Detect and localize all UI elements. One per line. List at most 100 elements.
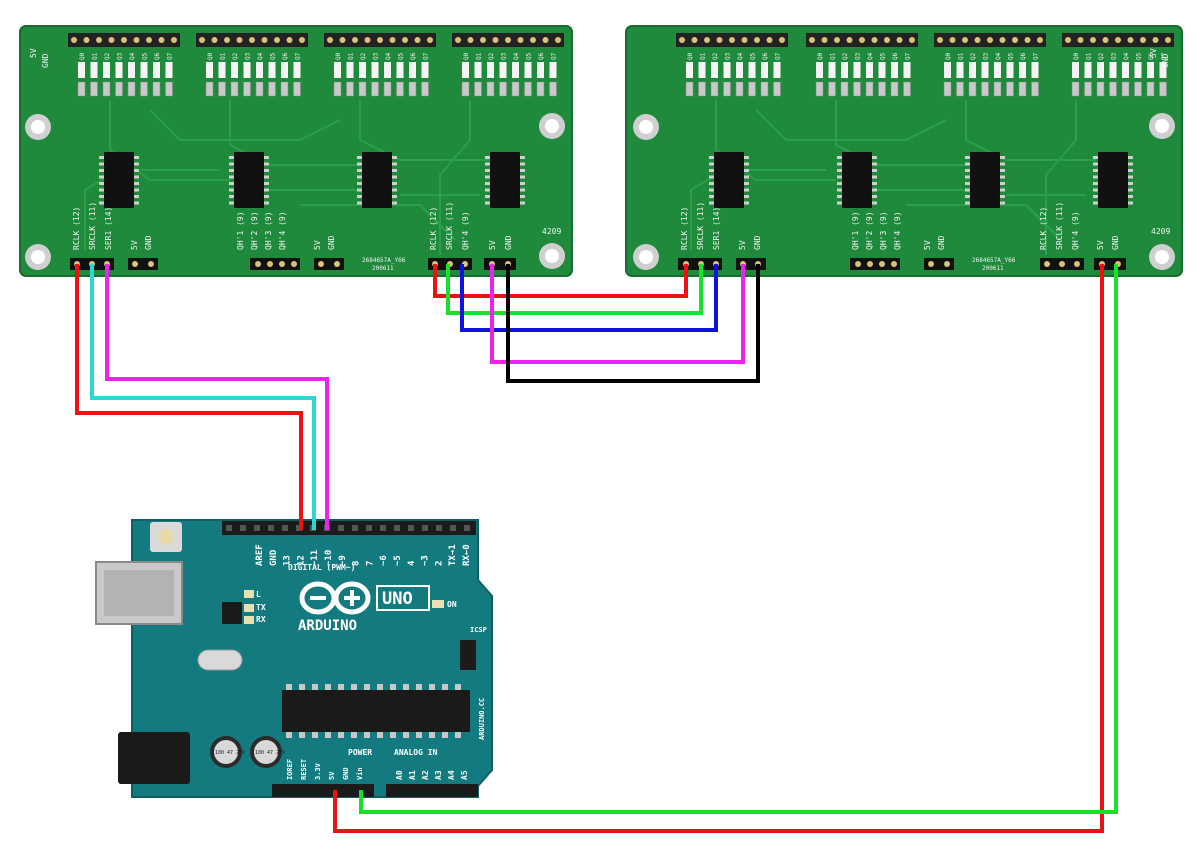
output-pin-label: Q4 (385, 52, 392, 60)
output-pin-label: Q2 (712, 52, 719, 60)
power-header (272, 784, 374, 797)
shift-register-ic (965, 152, 1005, 208)
output-pin-label: Q5 (880, 52, 887, 60)
power-pin-label: RESET (300, 759, 308, 780)
output-pin-label: Q6 (1020, 52, 1027, 60)
power-pin-label: Vin (356, 767, 364, 780)
power-pin-label: IOREF (286, 759, 294, 780)
output-pin-label: Q6 (154, 52, 161, 60)
digital-pin-label: 7 (365, 561, 375, 566)
digital-pin-label: RX←0 (462, 544, 472, 566)
output-pin-label: Q6 (762, 52, 769, 60)
board-number: 4209 (1151, 227, 1170, 236)
digital-pin-label: ~11 (310, 550, 320, 566)
analog-header (386, 784, 478, 797)
srclk-in-label: SRCLK (11) (88, 202, 97, 250)
qh3-label: QH'3 (9) (264, 211, 273, 250)
digital-pin-label: 2 (434, 561, 444, 566)
led-rx-label: RX (256, 615, 266, 624)
output-pin-label: Q7 (905, 52, 912, 60)
digital-pin-label: ~6 (379, 555, 389, 566)
rclk-in-label: RCLK (12) (680, 207, 689, 250)
shift-register-ic (99, 152, 139, 208)
icsp-label: ICSP (470, 626, 487, 634)
output-pin-label: Q3 (373, 52, 380, 60)
shift-register-ic (229, 152, 269, 208)
wire-rclk-arduino (75, 264, 303, 530)
output-pin-label: Q7 (551, 52, 558, 60)
output-pin-label: Q4 (129, 52, 136, 60)
output-pin-label: Q6 (410, 52, 417, 60)
output-pin-label: Q7 (295, 52, 302, 60)
output-pin-label: Q0 (207, 52, 214, 60)
analog-pin-label: A3 (434, 770, 443, 780)
wire-gnd-power (359, 264, 1118, 814)
output-pin-label: Q6 (538, 52, 545, 60)
mounting-holes (25, 113, 565, 270)
cap-2-label: 100 47 25V (255, 750, 285, 756)
power-pin-label: 5V (328, 771, 336, 780)
output-pin-label: Q5 (270, 52, 277, 60)
in-5v-label: 5V (738, 240, 747, 250)
qh2-label: QH'2 (9) (250, 211, 259, 250)
mid-5v-label: 5V (313, 240, 322, 250)
digital-pin-label: GND (269, 549, 279, 566)
arduino-cc-label: ARDUINO.CC (478, 698, 486, 740)
qh1-label: QH'1 (9) (236, 211, 245, 250)
icsp-header (460, 640, 476, 670)
output-pin-label: Q1 (958, 52, 965, 60)
output-pin-label: Q3 (501, 52, 508, 60)
top-5v-label: 5V (1149, 48, 1158, 58)
in-5v-label: 5V (130, 240, 139, 250)
output-pin-label: Q0 (945, 52, 952, 60)
analog-header-label: ANALOG IN (394, 748, 438, 757)
mid-gnd-label: GND (327, 235, 336, 250)
output-pin-label: Q0 (335, 52, 342, 60)
output-pin-label: Q6 (892, 52, 899, 60)
out-5v-label: 5V (488, 240, 497, 250)
capacitors: 100 47 25V 100 47 25V (210, 736, 285, 768)
board-number: 4209 (542, 227, 561, 236)
output-pin-label: Q2 (232, 52, 239, 60)
analog-pin-label: A1 (408, 770, 417, 780)
output-pin-label: Q6 (1148, 52, 1155, 60)
uno-model-box (376, 585, 430, 611)
digital-pin-label: ~3 (421, 555, 431, 566)
output-pin-label: Q1 (476, 52, 483, 60)
cap-1-label: 100 47 25V (215, 750, 245, 756)
output-pin-label: Q5 (750, 52, 757, 60)
output-pin-label: Q3 (983, 52, 990, 60)
output-pin-label: Q1 (700, 52, 707, 60)
output-pin-label: Q5 (142, 52, 149, 60)
wire-rclk-chain (433, 264, 688, 298)
digital-pin-label: ~10 (324, 550, 334, 566)
srclk-out-label: SRCLK (11) (445, 202, 454, 250)
shift-register-ic (485, 152, 525, 208)
ic-chips (709, 152, 1133, 208)
output-pin-label: Q7 (1161, 52, 1168, 60)
output-pin-label: Q7 (423, 52, 430, 60)
qh2-label: QH'2 (9) (865, 211, 874, 250)
qh4-label: QH'4 (9) (893, 211, 902, 250)
top-gnd-label: GND (1161, 53, 1170, 68)
top-gnd-label: GND (41, 53, 50, 68)
output-pin-label: Q0 (463, 52, 470, 60)
out-gnd-label: GND (504, 235, 513, 250)
digital-pin-label: 4 (407, 560, 417, 566)
wire-5v-chain (490, 264, 745, 364)
output-pin-label: Q1 (220, 52, 227, 60)
wire-ser-arduino (105, 264, 329, 530)
wires (75, 264, 1118, 833)
ser-in-label: SER1 (14) (104, 207, 113, 250)
output-pin-label: Q2 (360, 52, 367, 60)
output-pin-label: Q0 (1073, 52, 1080, 60)
